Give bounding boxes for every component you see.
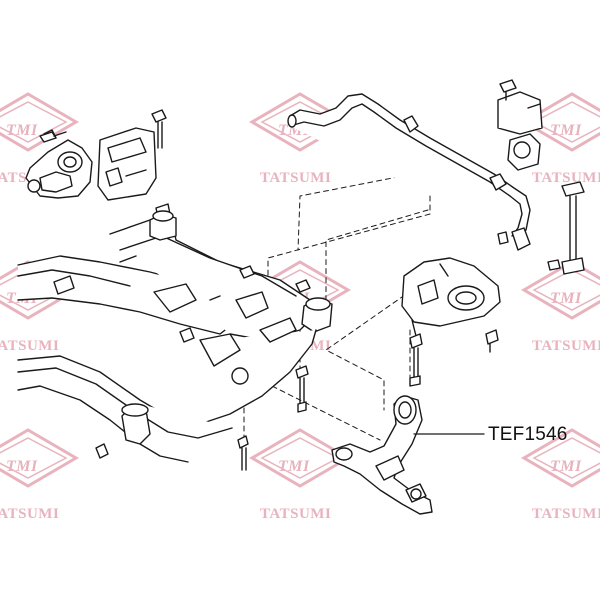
watermark-logo-text: TMI — [278, 458, 310, 475]
watermark-logo: TMI TATSUMI — [512, 418, 600, 528]
watermark-logo-text: TMI — [550, 458, 582, 475]
lower-control-arm — [331, 395, 433, 515]
bolt — [237, 265, 311, 471]
watermark-logo-text: TMI — [6, 458, 38, 475]
bolt — [151, 109, 171, 219]
bolt — [409, 329, 499, 387]
stabilizer-link — [547, 181, 585, 275]
steering-gear-bracket — [401, 257, 501, 337]
stabilizer-bar — [287, 93, 531, 251]
watermark-brand-text: TATSUMI — [532, 170, 600, 186]
watermark-logo: TMI TATSUMI — [240, 418, 360, 528]
watermark-brand-text: TATSUMI — [260, 170, 332, 186]
watermark-brand-text: TATSUMI — [0, 506, 60, 522]
front-bushing-bracket — [25, 129, 93, 199]
part-number-label: TEF1546 — [488, 424, 568, 445]
watermark-brand-text: TATSUMI — [260, 506, 332, 522]
watermark-brand-text: TATSUMI — [532, 338, 600, 354]
watermark-logo-text: TMI — [6, 122, 38, 139]
watermark-brand-text: TATSUMI — [0, 338, 60, 354]
watermark-logo-text: TMI — [550, 290, 582, 307]
stabilizer-bushing — [497, 79, 543, 171]
bolt — [39, 131, 67, 143]
subframe — [17, 210, 333, 463]
watermark-logo-text: TMI — [550, 122, 582, 139]
watermark-logo: TMI TATSUMI — [512, 250, 600, 360]
watermark-logo: TMI TATSUMI — [0, 418, 88, 528]
watermark-brand-text: TATSUMI — [532, 506, 600, 522]
heat-shield-bracket — [97, 127, 157, 201]
